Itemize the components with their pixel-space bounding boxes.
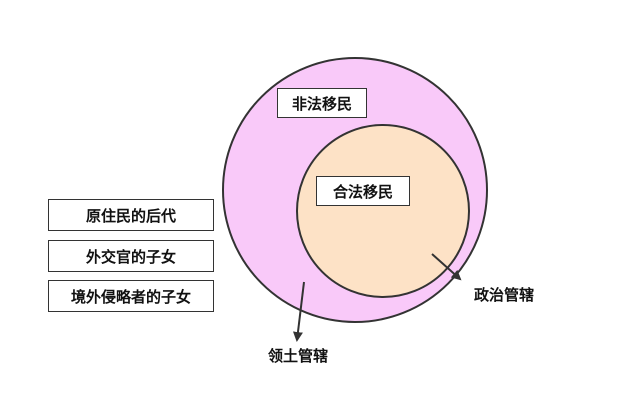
political-jurisdiction-arrow bbox=[431, 253, 462, 281]
political-jurisdiction-label: 政治管辖 bbox=[474, 286, 535, 304]
illegal-immigrants-label: 非法移民 bbox=[277, 88, 367, 118]
list-item-indigenous-descendants: 原住民的后代 bbox=[48, 199, 214, 231]
list-item-invader-children: 境外侵略者的子女 bbox=[48, 280, 214, 312]
inner-circle bbox=[296, 124, 470, 298]
legal-immigrants-label: 合法移民 bbox=[316, 176, 410, 206]
territorial-jurisdiction-label: 领土管辖 bbox=[268, 347, 329, 365]
list-item-diplomat-children: 外交官的子女 bbox=[48, 240, 214, 272]
territorial-jurisdiction-arrow bbox=[292, 281, 305, 342]
